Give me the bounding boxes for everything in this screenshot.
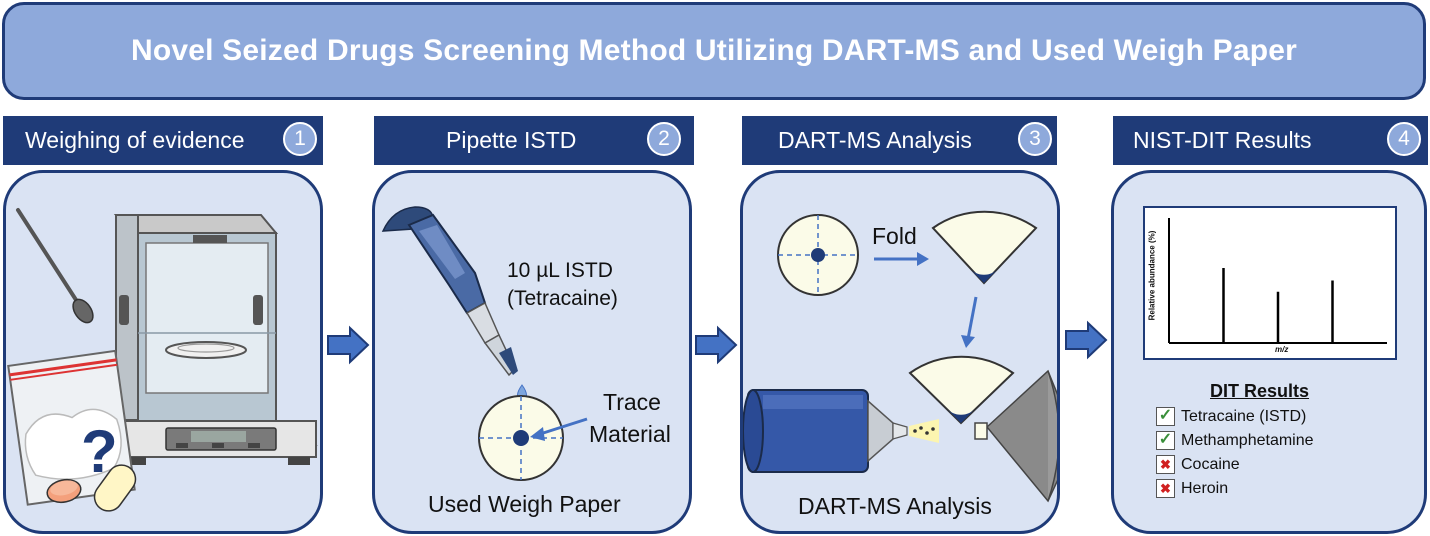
step-header-1: Weighing of evidence 1: [3, 116, 323, 165]
flow-arrow-2-icon: [695, 325, 738, 365]
weigh-paper-flat-icon: [777, 214, 859, 296]
weigh-paper-icon: [478, 395, 564, 481]
flow-arrow-3-icon: [1065, 320, 1108, 360]
result-label: Methamphetamine: [1181, 431, 1314, 449]
question-mark: ?: [81, 418, 118, 485]
folded-paper-icon: [931, 210, 1038, 285]
cross-icon: ✖: [1156, 479, 1175, 498]
results-title: DIT Results: [1210, 381, 1310, 401]
pipette-icon: [381, 206, 527, 403]
diagram-title: Novel Seized Drugs Screening Method Util…: [130, 34, 1298, 67]
ion-stream-icon: [909, 419, 939, 443]
panel-dart-ms: Fold DART-MS Analysis: [740, 170, 1060, 534]
panel2-caption: Used Weigh Paper: [428, 491, 621, 517]
panel-nist-dit: Relative abundance (%) m/z DIT Results ✓…: [1111, 170, 1427, 534]
folded-paper-sample-icon: [908, 355, 1015, 425]
result-item: ✖ Heroin: [1156, 479, 1228, 498]
step-header-4: NIST-DIT Results 4: [1113, 116, 1428, 165]
result-label: Cocaine: [1181, 455, 1240, 473]
analytical-balance-icon: [104, 214, 318, 465]
step-number-2: 2: [647, 122, 681, 156]
step-label-1: Weighing of evidence: [25, 127, 245, 153]
spatula-icon: [16, 208, 94, 324]
evidence-bag-icon: [7, 349, 136, 506]
result-item: ✓ Tetracaine (ISTD): [1156, 407, 1306, 426]
trace-label-line2: Material: [589, 421, 671, 447]
title-banner: Novel Seized Drugs Screening Method Util…: [2, 2, 1426, 100]
step-number-1: 1: [283, 122, 317, 156]
pill-capsule-icon: [93, 464, 137, 512]
mass-spectrum-chart: [1168, 218, 1387, 344]
step-number-3: 3: [1018, 122, 1052, 156]
step-header-2: Pipette ISTD 2: [374, 116, 694, 165]
result-label: Tetracaine (ISTD): [1181, 407, 1307, 425]
trace-label-line1: Trace: [603, 389, 661, 415]
flow-arrow-1-icon: [327, 325, 370, 365]
check-icon: ✓: [1156, 407, 1175, 426]
cross-icon: ✖: [1156, 455, 1175, 474]
fold-label: Fold: [872, 223, 917, 249]
step-label-4: NIST-DIT Results: [1133, 127, 1312, 153]
step-number-4: 4: [1387, 122, 1421, 156]
ms-inlet-icon: [974, 369, 1057, 503]
istd-label-line1: 10 µL ISTD: [507, 259, 613, 282]
spectrum-box: Relative abundance (%) m/z: [1143, 206, 1397, 360]
fold-arrow-icon: [874, 252, 929, 266]
check-icon: ✓: [1156, 431, 1175, 450]
panel3-caption: DART-MS Analysis: [798, 493, 992, 519]
spectrum-y-label: Relative abundance (%): [1147, 230, 1157, 321]
result-item: ✖ Cocaine: [1156, 455, 1240, 474]
result-label: Heroin: [1181, 479, 1229, 497]
pill-round-icon: [46, 478, 82, 504]
panel-weighing: ?: [3, 170, 323, 534]
step-label-3: DART-MS Analysis: [778, 127, 972, 153]
panel-pipette: 10 µL ISTD (Tetracaine) Trace Material U…: [372, 170, 692, 534]
step-header-3: DART-MS Analysis 3: [742, 116, 1057, 165]
spectrum-x-label: m/z: [1275, 345, 1289, 354]
down-arrow-icon: [961, 296, 978, 348]
step-label-2: Pipette ISTD: [446, 127, 577, 153]
trace-arrow-icon: [530, 417, 588, 441]
dart-source-icon: [743, 389, 908, 473]
istd-label-line2: (Tetracaine): [507, 287, 618, 310]
result-item: ✓ Methamphetamine: [1156, 431, 1314, 450]
